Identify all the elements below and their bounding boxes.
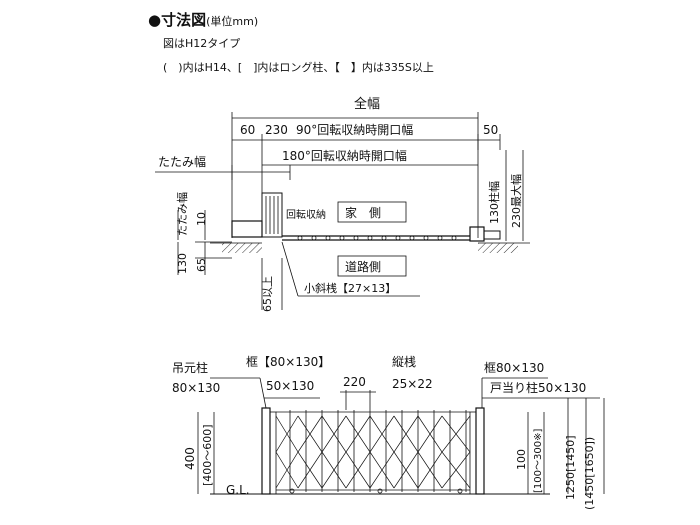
dim-220: 220 [343,375,366,389]
rail-studs [297,235,457,241]
open-90-label: 90°回転収納時開口幅 [296,122,413,137]
fold-width-vertical: たたみ幅 [176,192,189,236]
dim-10: 10 [195,212,208,226]
elevation-view [197,377,605,495]
dim-65-more: 65以上 [261,276,274,312]
post-width-label: 130柱幅 [487,181,501,224]
note-variants: ( )内はH14、[ ]内はロング柱、【 】内は335S以上 [163,61,434,74]
vertical-bars [289,410,467,492]
total-width-label: 全幅 [354,96,380,112]
fold-width-label: たたみ幅 [158,154,206,169]
frame-right-label: 框80×130 [484,361,544,375]
hanging-post-size: 80×130 [172,381,220,395]
max-width-label: 230最大幅 [509,174,523,228]
title-text: ●寸法図 [148,11,207,29]
dim-230: 230 [265,123,288,137]
note-h12: 図はH12タイプ [163,37,241,50]
dim-50: 50 [483,123,498,137]
dim-130-left: 130 [176,253,189,274]
road-side-label: 道路側 [345,259,381,274]
diagram-title: ●寸法図(単位mm) [148,9,258,30]
dim-100-300: [100〜300※] [533,429,544,493]
house-side-label: 家 側 [345,205,381,220]
dim-400-600: [400〜600] [201,424,214,486]
stop-post [475,407,485,495]
plan-view [155,112,530,310]
ground-level-label: G.L. [226,483,250,497]
hanging-post [261,407,271,495]
small-brace-label: 小斜桟【27×13】 [304,281,396,295]
dim-1250: 1250[1450] [564,435,577,500]
open-180-label: 180°回転収納時開口幅 [282,148,407,163]
dim-65: 65 [195,258,208,272]
hanging-post-label: 吊元柱 [172,360,208,375]
stop-post-label: 戸当り柱50×130 [490,380,586,395]
folded-panel [265,196,279,234]
dim-100: 100 [515,449,528,470]
vertical-bar-label: 縦桟 [392,355,416,369]
frame-left-sub: 50×130 [266,379,314,393]
rotate-storage-label: 回転収納 [286,208,326,221]
stop-frame [469,411,477,495]
vertical-bar-size: 25×22 [392,377,433,391]
dim-1450: (1450[1650]) [583,437,596,510]
dim-400: 400 [183,447,197,470]
dim-60: 60 [240,123,255,137]
frame-left-label: 框【80×130】 [246,355,330,369]
unit-text: (単位mm) [206,15,259,28]
lattice [275,415,471,489]
